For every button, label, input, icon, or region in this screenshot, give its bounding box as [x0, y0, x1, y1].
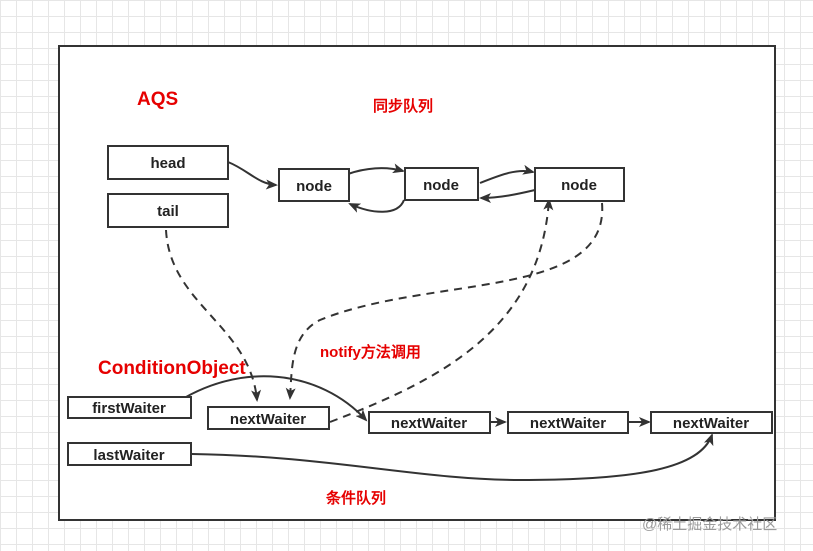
node3-to-nextwaiter-dashed [285, 202, 604, 400]
outer-frame [58, 45, 776, 521]
firstwaiter-arc-arrow [172, 375, 368, 422]
tail-box [107, 193, 229, 228]
watermark: @稀土掘金技术社区 [642, 516, 777, 533]
condition-object-label: ConditionObject [98, 358, 246, 379]
sync-node-3-label: node [561, 177, 597, 194]
first-waiter-box [67, 396, 192, 419]
head-to-node-arrow [227, 161, 278, 190]
next-waiter-3-label: nextWaiter [530, 415, 606, 432]
condition-queue-label: 条件队列 [325, 489, 386, 507]
sync-node-1-label: node [296, 178, 332, 195]
sync-node-2-label: node [423, 177, 459, 194]
sync-queue-label: 同步队列 [373, 97, 433, 115]
next-waiter-4-label: nextWaiter [673, 415, 749, 432]
head-box [107, 145, 229, 180]
next-waiter-box-1 [207, 406, 330, 430]
node3-to-node2-arrow [479, 189, 536, 203]
aqs-title: AQS [137, 89, 178, 110]
next-waiter-box-2 [368, 411, 491, 434]
notify-call-label: notify方法调用 [320, 343, 421, 361]
next-waiter-box-4 [650, 411, 773, 434]
next-waiter-1-label: nextWaiter [230, 411, 306, 428]
sync-node-3 [534, 167, 625, 202]
sync-node-2 [404, 167, 479, 201]
last-waiter-label: lastWaiter [93, 447, 164, 464]
tail-label: tail [157, 203, 179, 220]
node2-to-node3-arrow [479, 164, 535, 184]
lastwaiter-to-nextwaiter4-arrow [191, 433, 714, 482]
nextwaiter-to-node3-dashed [329, 198, 554, 423]
head-label: head [150, 155, 185, 172]
next-waiter-box-3 [507, 411, 629, 434]
next-waiter-2-label: nextWaiter [391, 415, 467, 432]
sync-node-1 [278, 168, 350, 202]
first-waiter-label: firstWaiter [92, 400, 166, 417]
node1-to-node2-arrow [347, 163, 405, 175]
last-waiter-box [67, 442, 192, 466]
node2-to-node1-arrow [348, 199, 405, 213]
tail-to-nextwaiter-dashed [165, 229, 262, 402]
